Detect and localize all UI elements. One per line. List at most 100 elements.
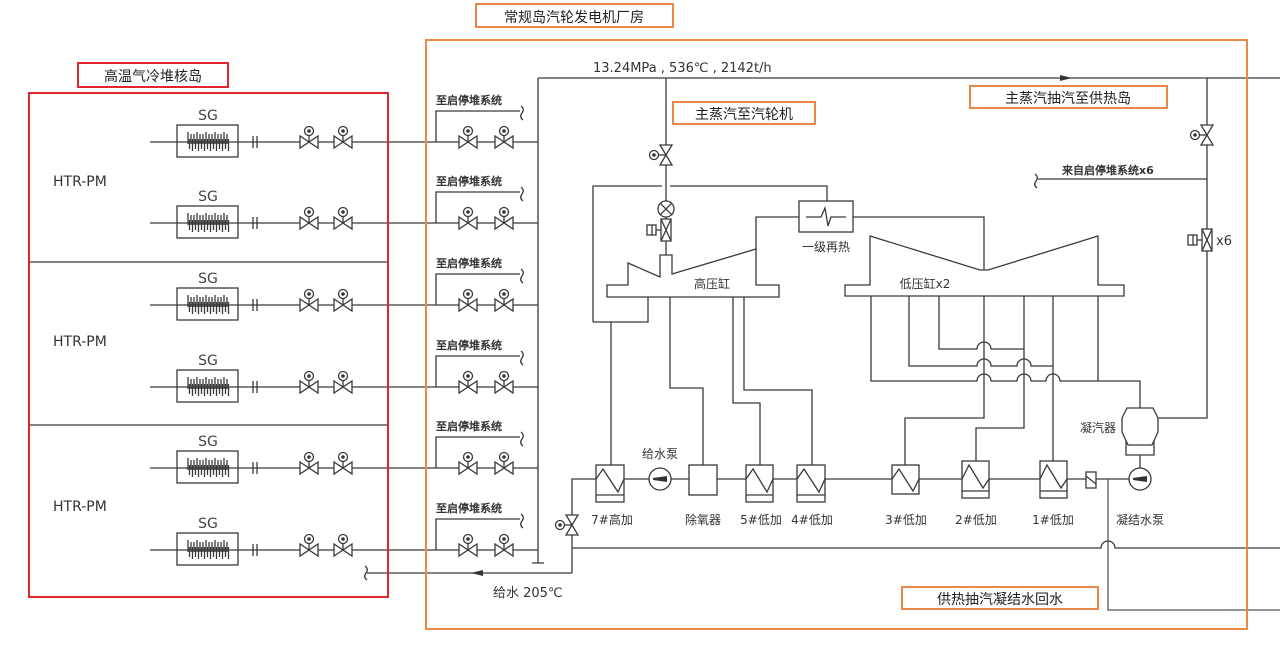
conventional-isolation-valve-icon: [458, 288, 478, 313]
actuator-dot: [341, 374, 345, 378]
orifice-icon: [252, 136, 258, 148]
valve-actuator-icon: [337, 125, 349, 137]
actuator-dot: [502, 537, 506, 541]
valve-body: [341, 542, 353, 558]
conventional-isolation-valve-icon: [494, 533, 514, 558]
valve-body: [466, 379, 478, 395]
actuator-dot: [341, 292, 345, 296]
startup-shutdown-branch-label: 至启停堆系统: [436, 501, 502, 515]
valve-actuator-icon: [498, 451, 510, 463]
callout-main-steam-to-turbine: 主蒸汽至汽轮机: [695, 107, 793, 123]
heater-tube-icon: [745, 467, 774, 494]
valve-body: [658, 144, 674, 157]
valve-body: [299, 460, 311, 476]
callout-box-steam-to-heating: [969, 85, 1168, 109]
heater-5-steam-line: [732, 297, 761, 465]
valve-body: [333, 379, 345, 395]
valve-actuator-icon: [462, 125, 474, 137]
valve-body: [494, 215, 506, 231]
valve-body: [307, 460, 319, 476]
nuclear-isolation-valve-icon: [299, 125, 319, 150]
heater-3-lp: [891, 464, 920, 495]
nuclear-isolation-valve-icon: [299, 288, 319, 313]
pump-direction-icon: [1133, 476, 1147, 482]
nuclear-isolation-valve-icon: [299, 206, 319, 231]
actuator-dot: [341, 537, 345, 541]
actuator-dot: [502, 292, 506, 296]
orifice-icon: [252, 217, 258, 229]
startup-inlet-break-icon: [1034, 173, 1038, 189]
strainer-icon: [1085, 471, 1097, 489]
startup-shutdown-branch-line: [435, 355, 520, 387]
valve-body: [299, 379, 311, 395]
valve-body: [494, 379, 506, 395]
conventional-island-title: 常规岛汽轮发电机厂房: [504, 10, 644, 26]
condenser-label: 凝汽器: [1080, 420, 1116, 435]
valve-actuator-icon: [337, 206, 349, 218]
actuator-dot: [1193, 133, 1197, 137]
valve-actuator-icon: [498, 206, 510, 218]
strainer-mesh: [1085, 475, 1097, 485]
conventional-isolation-valve-icon: [494, 288, 514, 313]
startup-branch-break-icon: [520, 513, 524, 529]
startup-shutdown-branch-label: 至启停堆系统: [436, 419, 502, 433]
valve-count-label: x6: [1216, 234, 1232, 249]
conventional-isolation-valve-icon: [458, 370, 478, 395]
steam-generator: SG: [176, 516, 239, 566]
orifice-icon: [252, 462, 258, 474]
conventional-island-title-box: [475, 3, 674, 28]
valve-body: [333, 542, 345, 558]
heater-1-lp: [1039, 460, 1068, 499]
conventional-isolation-valve-icon: [494, 206, 514, 231]
steam-generator-label: SG: [198, 189, 218, 205]
startup-shutdown-branch-line: [435, 191, 520, 223]
valve-body: [494, 134, 506, 150]
valve-body: [466, 134, 478, 150]
steam-generator-tubes-icon: [187, 132, 230, 151]
valve-body: [333, 134, 345, 150]
steam-generator-label: SG: [198, 108, 218, 124]
startup-shutdown-branch-label: 至启停堆系统: [436, 93, 502, 107]
valve-body: [466, 215, 478, 231]
nuclear-isolation-valve-icon: [333, 370, 353, 395]
reheater-label: 一级再热: [802, 240, 850, 254]
valve-body: [307, 542, 319, 558]
conventional-isolation-valve-icon: [494, 370, 514, 395]
feedwater-train-line: [571, 478, 1129, 573]
nuclear-island-frame: [28, 92, 389, 598]
heater-shell: [1039, 460, 1068, 499]
valve-body: [341, 134, 353, 150]
flow-arrow-icon: [1060, 75, 1072, 81]
conventional-isolation-valve-icon: [494, 451, 514, 476]
heater-shell: [595, 464, 625, 503]
heating-condensate-return-line: [572, 540, 1280, 549]
valve-body: [333, 460, 345, 476]
main-steam-control-valve-icon: [648, 144, 674, 166]
valve-body: [341, 215, 353, 231]
valve-actuator-icon: [303, 125, 315, 137]
actuator-dot: [307, 292, 311, 296]
valve-actuator-icon: [462, 533, 474, 545]
heater-4-lp: [796, 464, 826, 503]
nuclear-isolation-valve-icon: [333, 288, 353, 313]
reheater: [798, 200, 854, 233]
valve-body: [341, 379, 353, 395]
valve-body: [307, 379, 319, 395]
valve-actuator-icon: [462, 370, 474, 382]
actuator-dot: [502, 455, 506, 459]
valve-body: [333, 297, 345, 313]
feed-pump-icon: [648, 467, 672, 491]
actuator-dot: [558, 523, 562, 527]
heater-3-steam-line: [904, 296, 985, 465]
lp-extraction-line: [908, 296, 1053, 367]
steam-generator-label: SG: [198, 353, 218, 369]
reactor-label: HTR-PM: [53, 499, 107, 515]
reactor-label: HTR-PM: [53, 174, 107, 190]
valve-actuator-icon: [337, 288, 349, 300]
feed-pump-label: 给水泵: [642, 447, 678, 461]
steam-generator: SG: [176, 271, 239, 321]
heater-2-lp: [961, 460, 990, 499]
conventional-isolation-valve-icon: [458, 533, 478, 558]
conventional-isolation-valve-icon: [458, 125, 478, 150]
